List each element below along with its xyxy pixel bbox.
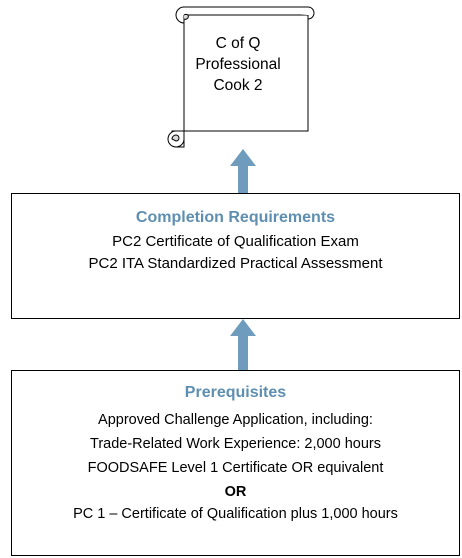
prerequisite-line: Trade-Related Work Experience: 2,000 hou… <box>90 436 381 452</box>
prerequisite-line: Approved Challenge Application, includin… <box>98 412 373 428</box>
completion-line: PC2 Certificate of Qualification Exam <box>112 233 359 250</box>
or-label: OR <box>224 484 247 500</box>
certificate-scroll: C of Q Professional Cook 2 <box>162 3 322 148</box>
completion-line: PC2 ITA Standardized Practical Assessmen… <box>88 255 383 272</box>
arrow-up-icon <box>230 319 256 370</box>
scroll-line: C of Q <box>215 35 261 52</box>
scroll-line: Cook 2 <box>213 77 263 94</box>
scroll-line: Professional <box>195 56 281 73</box>
scroll-icon <box>167 6 315 148</box>
arrow-up-icon <box>230 149 256 193</box>
prerequisite-alternative: PC 1 – Certificate of Qualification plus… <box>73 506 398 522</box>
prerequisites-box: Prerequisites Approved Challenge Applica… <box>11 370 460 556</box>
prerequisite-line: FOODSAFE Level 1 Certificate OR equivale… <box>87 460 384 476</box>
completion-title: Completion Requirements <box>135 209 336 226</box>
scroll-title: C of Q Professional Cook 2 <box>182 33 294 96</box>
prerequisites-title: Prerequisites <box>184 384 287 401</box>
completion-requirements-box: Completion Requirements PC2 Certificate … <box>11 193 460 319</box>
